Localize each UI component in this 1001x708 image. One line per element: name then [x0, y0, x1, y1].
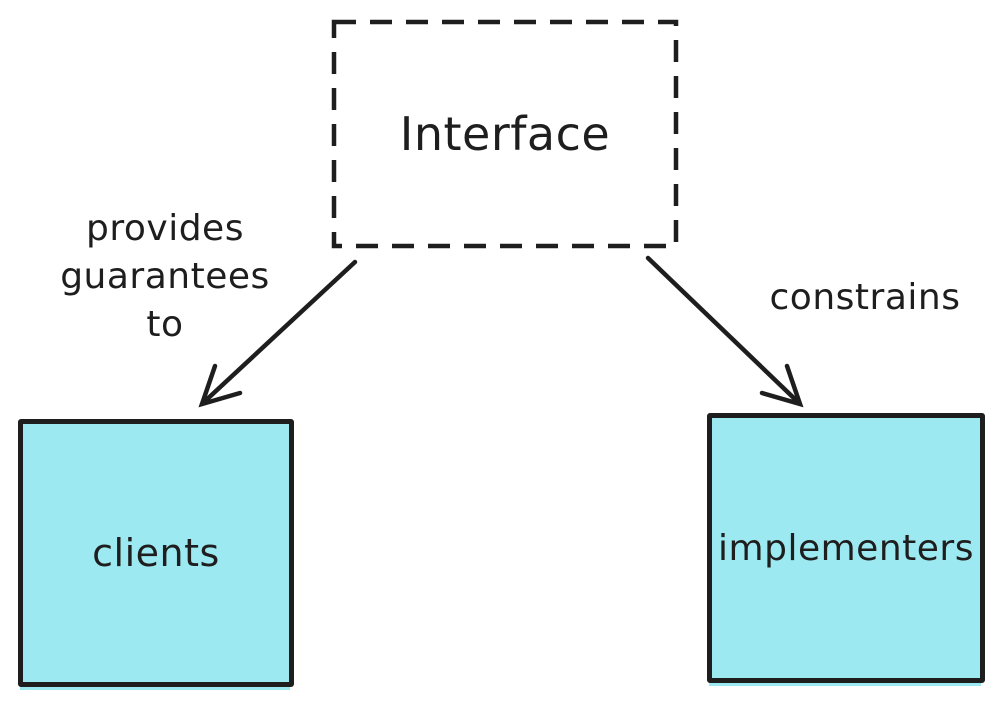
- clients-node: clients: [18, 419, 294, 687]
- edge-label-provides-guarantees-to: provides guarantees to: [35, 205, 295, 349]
- interface-node-label: Interface: [399, 107, 611, 161]
- interface-node-border: [331, 19, 679, 249]
- implementers-node: implementers: [707, 413, 985, 683]
- arrow-constrains-line: [645, 255, 802, 406]
- clients-node-label: clients: [92, 531, 220, 575]
- arrow-constrains-head-icon: [759, 363, 804, 408]
- edge-label-constrains: constrains: [740, 276, 990, 320]
- edge-label-line: to: [146, 304, 184, 345]
- arrow-provides-guarantees: [198, 259, 358, 408]
- edge-label-line: provides: [86, 208, 244, 249]
- arrow-provides-line: [200, 259, 358, 406]
- arrow-constrains: [645, 255, 804, 408]
- edge-label-line: constrains: [769, 277, 961, 318]
- interface-node: Interface: [332, 20, 678, 248]
- edge-label-line: guarantees: [60, 256, 270, 297]
- implementers-node-label: implementers: [718, 527, 974, 569]
- arrow-provides-head-icon: [198, 363, 243, 408]
